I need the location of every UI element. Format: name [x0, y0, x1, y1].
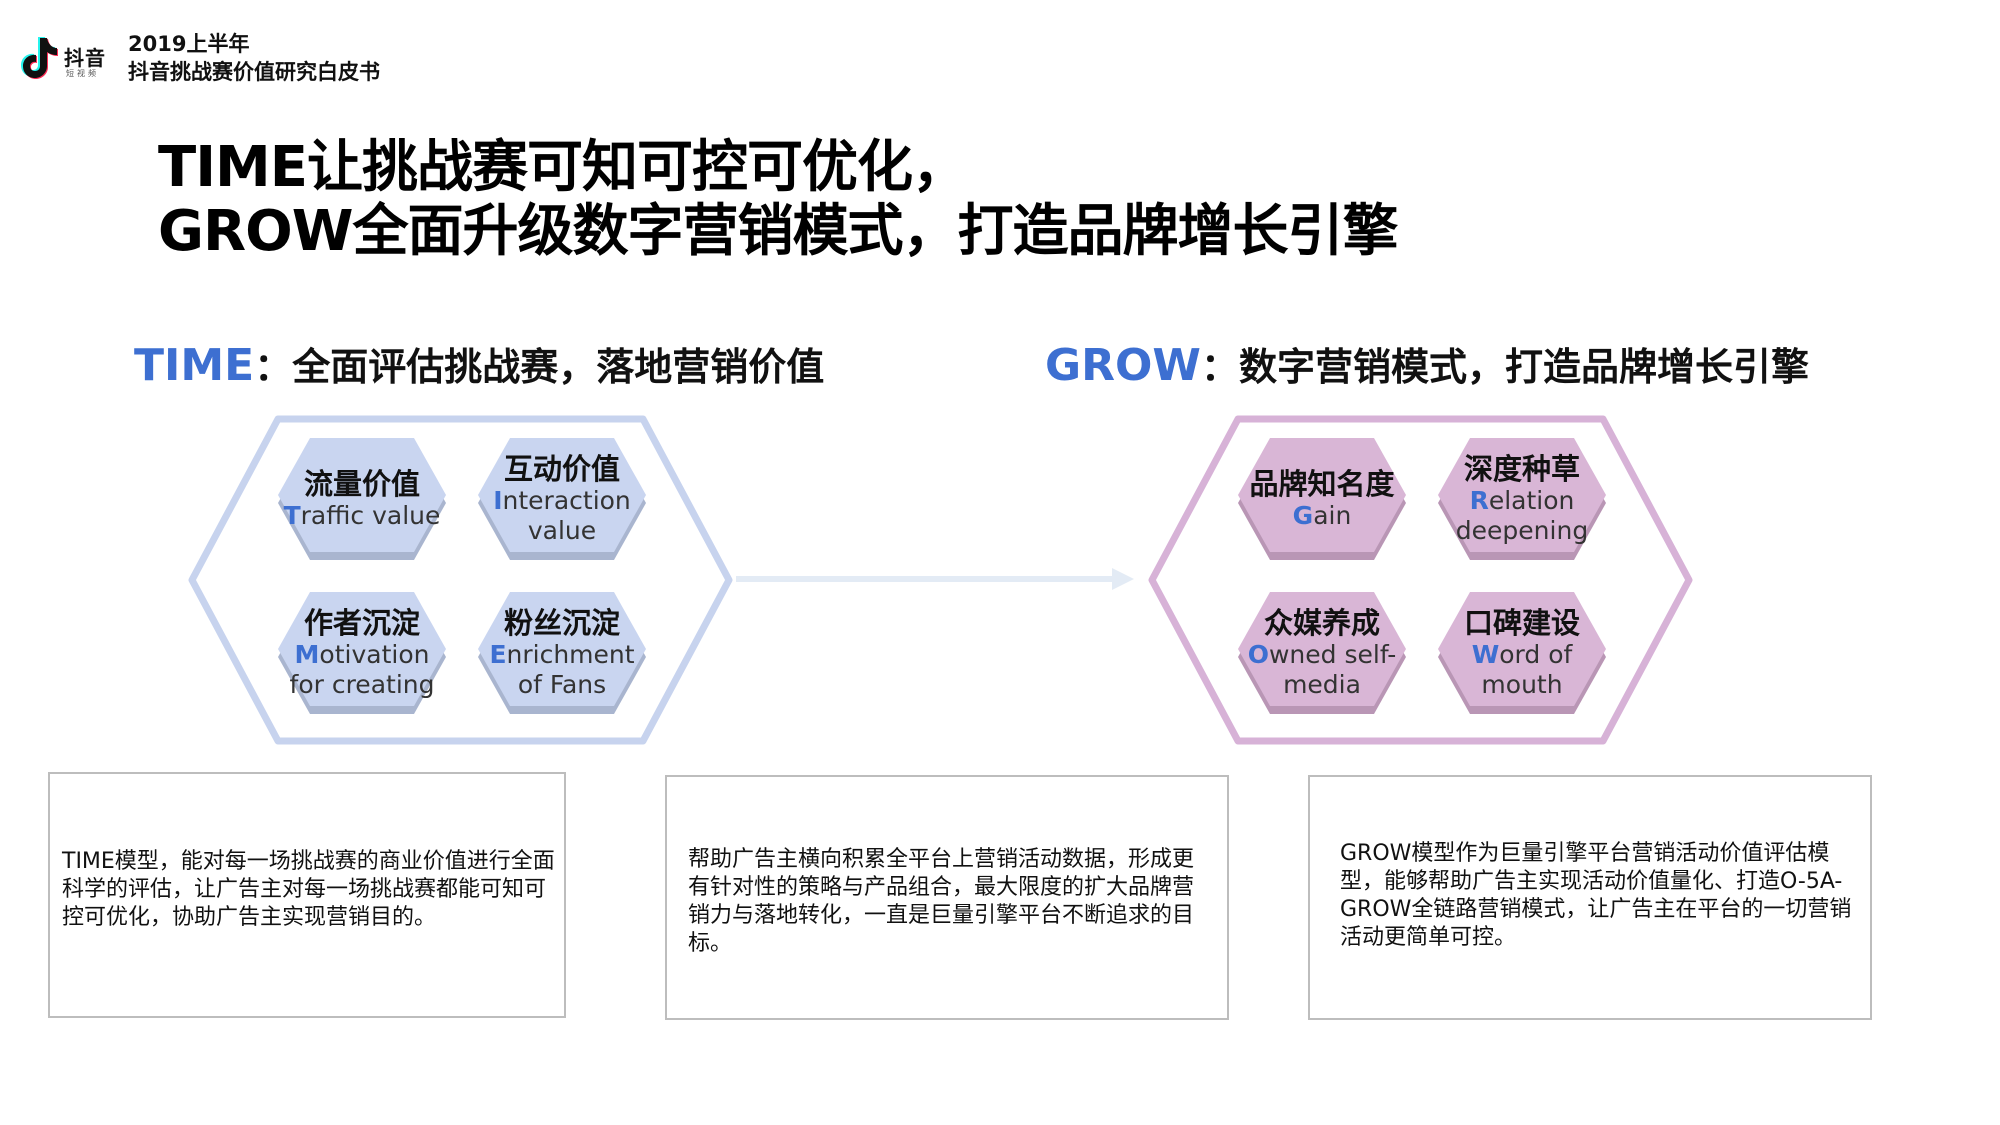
tile-initial: R [1469, 486, 1489, 515]
report-period: 2019上半年 [128, 32, 250, 56]
tile-english: nteraction value [502, 486, 631, 545]
time-description-text: TIME模型，能对每一场挑战赛的商业价值进行全面科学的评估，让广告主对每一场挑战… [62, 849, 555, 930]
tile-title: 品牌知名度 [1249, 467, 1395, 501]
hex-tile-interaction-value: 互动价值 Interaction value [474, 438, 650, 568]
time-heading-text: ：全面评估挑战赛，落地营销价值 [254, 345, 825, 389]
platform-description-text: 帮助广告主横向积累全平台上营销活动数据，形成更有针对性的策略与产品组合，最大限度… [688, 847, 1195, 956]
tiktok-note-icon [21, 37, 58, 79]
tile-initial: T [283, 501, 301, 530]
report-header: 2019上半年 抖音挑战赛价值研究白皮书 [128, 30, 380, 86]
hex-tile-traffic-value: 流量价值 Traffic value [274, 438, 450, 568]
tile-english: wned self-media [1268, 640, 1397, 699]
hex-tile-enrichment-of-fans: 粉丝沉淀 Enrichment of Fans [474, 592, 650, 722]
grow-description-text: GROW模型作为巨量引擎平台营销活动价值评估模型，能够帮助广告主实现活动价值量化… [1340, 841, 1852, 950]
grow-description-box [1308, 775, 1872, 1020]
tile-english: elation deepening [1455, 486, 1589, 545]
tile-title: 粉丝沉淀 [503, 606, 620, 640]
tile-english: nrichment of Fans [506, 640, 635, 699]
time-hexagon-frame [188, 415, 733, 745]
tile-english: raffic value [300, 501, 441, 530]
tile-english: ord of mouth [1481, 640, 1573, 699]
slide-title-line2: GROW全面升级数字营销模式，打造品牌增长引擎 [158, 199, 1398, 264]
tile-english: otivation for creating [289, 640, 435, 699]
platform-description-box [665, 775, 1229, 1020]
time-keyword: TIME [134, 340, 255, 391]
tile-title: 深度种草 [1463, 452, 1580, 486]
logo-name: 抖音 [64, 46, 106, 70]
tile-initial: I [493, 486, 503, 515]
tile-english: ain [1313, 501, 1352, 530]
slide-title-line1: TIME让挑战赛可知可控可优化， [158, 135, 968, 200]
tile-title: 互动价值 [503, 452, 620, 486]
tile-title: 口碑建设 [1463, 606, 1580, 640]
app-logo: 抖音 短视频 [18, 36, 108, 84]
grow-heading-text: ：数字营销模式，打造品牌增长引擎 [1200, 345, 1809, 389]
grow-keyword: GROW [1045, 340, 1201, 391]
hex-tile-word-of-mouth: 口碑建设 Word of mouth [1434, 592, 1610, 722]
hex-tile-motivation-for-creating: 作者沉淀 Motivation for creating [274, 592, 450, 722]
logo-subtitle: 短视频 [66, 69, 99, 78]
time-description-box [48, 772, 566, 1018]
report-name: 抖音挑战赛价值研究白皮书 [128, 60, 380, 84]
tile-title: 众媒养成 [1263, 606, 1380, 640]
time-heading: TIME：全面评估挑战赛，落地营销价值 [134, 336, 824, 391]
tile-title: 流量价值 [303, 467, 420, 501]
tile-initial: W [1471, 640, 1500, 669]
tile-initial: M [294, 640, 320, 669]
tile-initial: G [1292, 501, 1314, 530]
tile-initial: E [489, 640, 507, 669]
tile-title: 作者沉淀 [303, 606, 420, 640]
slide-title: TIME让挑战赛可知可控可优化， GROW全面升级数字营销模式，打造品牌增长引擎 [158, 135, 1398, 264]
hex-tile-relation-deepening: 深度种草 Relation deepening [1434, 438, 1610, 568]
hex-tile-gain: 品牌知名度 Gain [1234, 438, 1410, 568]
grow-hexagon-frame [1148, 415, 1693, 745]
tile-initial: O [1247, 640, 1269, 669]
hex-tile-owned-self-media: 众媒养成 Owned self-media [1234, 592, 1410, 722]
arrow-right-icon [736, 568, 1134, 590]
grow-heading: GROW：数字营销模式，打造品牌增长引擎 [1045, 336, 1809, 391]
